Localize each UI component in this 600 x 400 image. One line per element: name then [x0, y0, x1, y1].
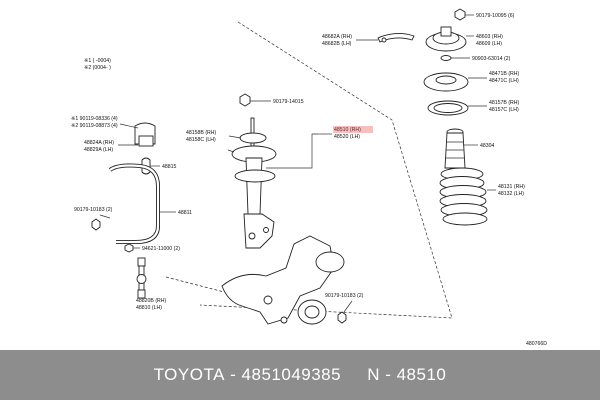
highlight-48510	[333, 126, 373, 133]
stabilizer-link-group: 94621-11000 (2) 48820B (RH) 48810 (LH)	[124, 243, 180, 311]
label-48609: 48609 (LH)	[476, 41, 502, 47]
label-48132: 48132 (LH)	[498, 191, 524, 197]
label-90903: 90903-63014 (2)	[472, 56, 511, 62]
label-48810: 48810 (LH)	[136, 305, 162, 311]
separator-2: N -	[341, 365, 397, 384]
part-number: 4851049385	[241, 365, 342, 384]
label-48471c: 48471C (LH)	[489, 78, 519, 84]
washer-group: 90903-63014 (2)	[440, 55, 511, 62]
label-90119a: ※1 90119-08336 (4)	[71, 116, 118, 122]
label-48510: 48510 (RH)	[334, 127, 361, 133]
label-90179-10183a: 90179-10183 (2)	[74, 207, 113, 213]
label-48304: 48304	[480, 143, 495, 149]
suspension-parts-diagram: 90179-10095 (6) 48603 (RH) 48609 (LH) 48…	[71, 8, 547, 347]
label-48603: 48603 (RH)	[476, 34, 503, 40]
strut-nut-group: 90179-14015	[239, 93, 304, 107]
label-48682b: 48682B (LH)	[322, 41, 352, 47]
label-90179-14015: 90179-14015	[273, 99, 304, 105]
upper-seat-group: 48471B (RH) 48471C (LH)	[423, 71, 520, 92]
label-48157c: 48157C (LH)	[489, 107, 519, 113]
lower-nut-group: 90179-10183 (2)	[325, 293, 364, 324]
bracket-group: 48682A (RH) 48682B (LH)	[322, 33, 415, 47]
upper-insulator-group: 48157B (RH) 48157C (LH)	[427, 100, 520, 116]
label-90179-10095: 90179-10095 (6)	[476, 13, 515, 19]
stabilizer-bar: 48811	[108, 163, 192, 244]
brand-name: TOYOTA	[153, 365, 225, 384]
knuckle-hub	[165, 235, 345, 325]
part-info-bar: TOYOTA - 4851049385 N - 48510	[0, 350, 600, 400]
label-48824a: 48824A (RH)	[84, 140, 114, 146]
label-48157b: 48157B (RH)	[489, 100, 520, 106]
label-48520: 48520 (LH)	[334, 134, 360, 140]
bumper-group: 48304	[444, 128, 495, 169]
note-2: ※2 (0004- )	[84, 65, 111, 71]
label-48471b: 48471B (RH)	[489, 71, 520, 77]
notes-group: ※1 ( -0004) ※2 (0004- ) ※1 90119-08336 (…	[71, 58, 118, 129]
diagram-code: 480766D	[526, 341, 547, 347]
strut-mount-group: 48603 (RH) 48609 (LH)	[425, 26, 503, 52]
stabilizer-bracket-group: 48824A (RH) 48829A (LH) 48815	[84, 122, 177, 175]
label-48158b: 48158B (RH)	[186, 130, 217, 136]
label-48811: 48811	[178, 210, 192, 216]
separator-1: -	[224, 365, 242, 384]
stab-nut-group: 90179-10183 (2)	[74, 207, 113, 231]
label-48820b: 48820B (RH)	[136, 298, 167, 304]
label-48158c: 48158C (LH)	[186, 137, 216, 143]
label-90119b: ※2 90119-08873 (4)	[71, 123, 118, 129]
label-48815: 48815	[162, 164, 177, 170]
note-1: ※1 ( -0004)	[84, 58, 111, 64]
label-90179-10183b: 90179-10183 (2)	[325, 293, 364, 299]
label-48131: 48131 (RH)	[498, 184, 525, 190]
label-48682a: 48682A (RH)	[322, 34, 352, 40]
coil-spring-group: 48131 (RH) 48132 (LH)	[439, 167, 525, 226]
mount-nut-group: 90179-10095 (6)	[454, 8, 515, 21]
label-48829a: 48829A (LH)	[84, 147, 113, 153]
label-94621: 94621-11000 (2)	[142, 246, 180, 252]
reference-number: 48510	[396, 365, 447, 384]
shock-absorber: 48510 (RH) 48520 (LH) 48158B (RH) 48158C…	[186, 117, 373, 249]
